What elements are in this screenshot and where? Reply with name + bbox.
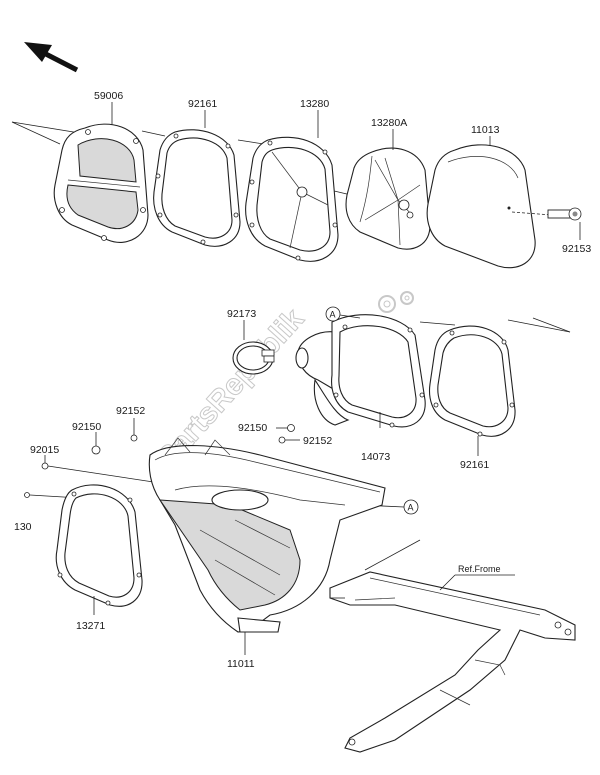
label-13280: 13280 xyxy=(300,98,329,110)
label-92015: 92015 xyxy=(30,444,59,456)
label-92152-mid: 92152 xyxy=(303,435,332,447)
leader-lines xyxy=(93,102,581,655)
direction-arrow-icon xyxy=(24,42,79,73)
fastener-92150-mid xyxy=(287,424,295,432)
alignment-line xyxy=(532,317,571,333)
callout-a-top: A xyxy=(325,306,361,322)
label-92152-left: 92152 xyxy=(116,405,145,417)
airbox-11011 xyxy=(148,437,386,633)
fastener-92152-mid xyxy=(278,436,286,444)
label-14073: 14073 xyxy=(361,451,390,463)
holder-13280 xyxy=(245,136,339,262)
part-labels: 59006 92161 13280 13280A 11013 92153 921… xyxy=(14,90,591,670)
label-92161-mid: 92161 xyxy=(460,459,489,471)
label-11011: 11011 xyxy=(227,658,255,670)
callout-a-bottom: A xyxy=(359,499,419,515)
gasket-92161-mid xyxy=(428,325,516,437)
label-92161-top: 92161 xyxy=(188,98,217,110)
cage-13280a xyxy=(345,147,431,250)
alignment-line xyxy=(507,319,571,333)
label-ref-frame: Ref.Frome xyxy=(458,564,501,574)
alignment-line xyxy=(419,321,456,326)
label-13280a: 13280A xyxy=(371,117,407,129)
alignment-line xyxy=(11,121,61,145)
label-92173: 92173 xyxy=(227,308,256,320)
screen-59006 xyxy=(53,123,149,243)
fastener-92015 xyxy=(41,455,161,484)
svg-text:A: A xyxy=(330,310,336,320)
label-13271: 13271 xyxy=(76,620,105,632)
fastener-92152-left xyxy=(130,418,138,442)
label-92150-left: 92150 xyxy=(72,421,101,433)
fastener-92150-left xyxy=(91,432,101,455)
element-11013 xyxy=(426,144,536,269)
duct-14073 xyxy=(295,314,426,428)
label-59006: 59006 xyxy=(94,90,123,102)
label-130: 130 xyxy=(14,521,32,533)
gasket-92161-top xyxy=(153,129,241,247)
label-92153: 92153 xyxy=(562,243,591,255)
label-92150-mid: 92150 xyxy=(238,422,267,434)
ref-leader xyxy=(439,574,456,591)
alignment-line xyxy=(364,539,421,571)
clamp-92173 xyxy=(232,341,275,375)
gear-icon xyxy=(378,291,414,313)
alignment-line xyxy=(141,130,166,137)
subframe xyxy=(329,571,576,753)
svg-text:A: A xyxy=(408,503,414,513)
label-11013: 11013 xyxy=(471,124,500,136)
gasket-13271 xyxy=(55,484,143,607)
bolt-92153 xyxy=(511,207,582,221)
